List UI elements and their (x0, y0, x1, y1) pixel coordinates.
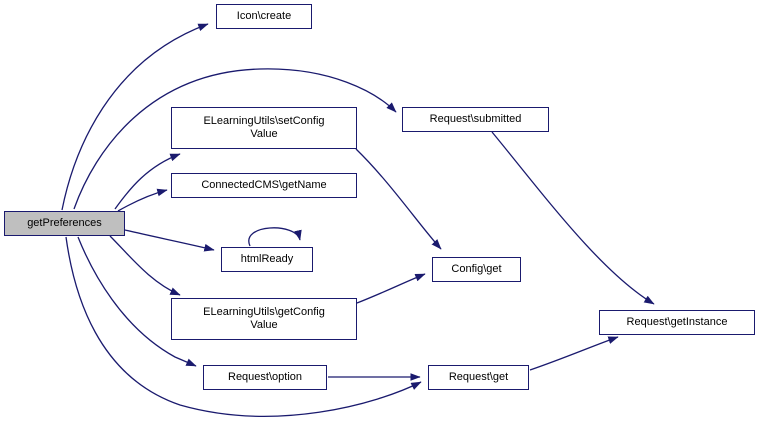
node-elearningutils-getconfigvalue[interactable]: ELearningUtils\getConfig Value (171, 298, 357, 340)
edge-getconfigvalue-configget (356, 273, 426, 304)
node-label: Config\get (451, 263, 502, 275)
edge-requestget-requestgetinstance (529, 336, 619, 371)
node-request-submitted[interactable]: Request\submitted (402, 107, 549, 132)
node-label: ConnectedCMS\getName (201, 179, 327, 191)
node-elearningutils-setconfigvalue[interactable]: ELearningUtils\setConfig Value (171, 107, 357, 149)
node-request-getinstance[interactable]: Request\getInstance (599, 310, 755, 335)
node-label: htmlReady (240, 253, 294, 265)
node-request-option[interactable]: Request\option (203, 365, 327, 390)
node-icon-create[interactable]: Icon\create (216, 4, 312, 29)
node-label: ELearningUtils\setConfig Value (203, 115, 325, 140)
node-config-get[interactable]: Config\get (432, 257, 521, 282)
node-label: Request\submitted (429, 113, 522, 125)
node-label: ELearningUtils\getConfig Value (203, 306, 325, 331)
node-label: getPreferences (27, 217, 102, 229)
node-htmlready[interactable]: htmlReady (221, 247, 313, 272)
node-label: Request\option (228, 371, 302, 383)
edge-htmlready-self (248, 227, 302, 247)
node-connectedcms-getname[interactable]: ConnectedCMS\getName (171, 173, 357, 198)
node-getpreferences[interactable]: getPreferences (4, 211, 125, 236)
edge-setconfigvalue-configget (355, 148, 442, 250)
node-label: Request\getInstance (626, 316, 728, 328)
edge-getpreferences-connectedcmsgetname (117, 188, 168, 212)
edge-getpreferences-htmlready (124, 229, 215, 252)
node-request-get[interactable]: Request\get (428, 365, 529, 390)
node-label: Icon\create (236, 10, 292, 22)
node-label: Request\get (448, 371, 509, 383)
edge-getpreferences-getconfigvalue (109, 235, 181, 296)
